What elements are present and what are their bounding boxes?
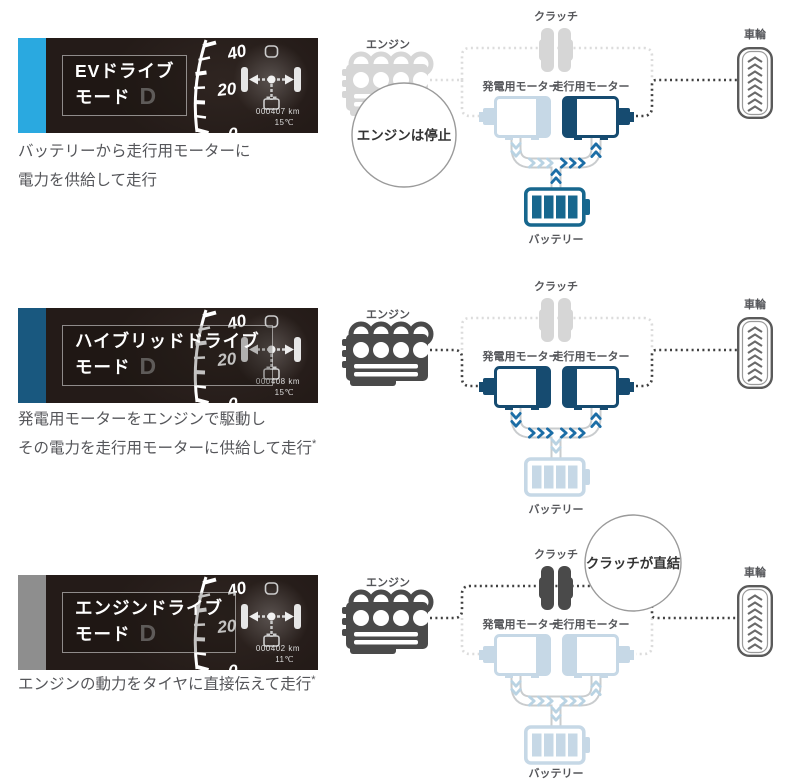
generator-motor-label: 発電用モーター <box>482 617 560 631</box>
odometer-reading: 000402 km <box>256 644 300 653</box>
engine-drive-diagram: エンジン クラッチ 車輪 発電用モーター 走行用モーター バッテリー クラッチが… <box>340 514 773 780</box>
active-power-path <box>430 348 737 388</box>
temperature-reading: 11℃ <box>275 655 294 664</box>
accent-bar <box>18 308 46 403</box>
clutch-icon <box>539 298 573 342</box>
temperature-reading: 15℃ <box>275 118 294 127</box>
wheel-label: 車輪 <box>744 297 767 311</box>
inactive-power-path <box>430 46 654 118</box>
drive-motor-icon <box>562 366 636 412</box>
clutch-label: クラッチ <box>534 280 578 293</box>
dial-number: 40 <box>224 41 248 64</box>
annotation-circle <box>584 514 682 612</box>
battery-icon <box>523 457 592 497</box>
clutch-label: クラッチ <box>534 10 578 23</box>
mode-title-line1: エンジンドライブ <box>75 598 223 618</box>
engine-icon <box>342 592 431 654</box>
drive-motor-icon <box>562 96 636 142</box>
inactive-power-path <box>460 316 654 350</box>
drive-motor-icon <box>562 634 636 680</box>
generator-motor-icon <box>477 634 551 680</box>
mode-description: エンジンの動力をタイヤに直接伝えて走行* <box>18 673 316 693</box>
wheel-icon <box>737 585 773 657</box>
battery-label: バッテリー <box>529 767 584 780</box>
mode-description: バッテリーから走行用モーターに電力を供給して走行 <box>18 143 251 189</box>
generator-motor-icon <box>477 366 551 412</box>
engine-label: エンジン <box>366 38 410 51</box>
generator-motor-label: 発電用モーター <box>482 79 560 93</box>
dial-number: 20 <box>215 616 237 637</box>
dial-number: 0 <box>228 394 238 403</box>
dial-number: 20 <box>215 79 237 100</box>
electric-pipe <box>510 136 602 169</box>
clutch-label: クラッチ <box>534 548 578 561</box>
speedometer-art: 40 20 0 000408 km 15℃ <box>192 308 311 403</box>
generator-motor-icon <box>477 96 551 142</box>
battery-icon <box>523 187 592 227</box>
battery-label: バッテリー <box>529 503 584 516</box>
generator-motor-label: 発電用モーター <box>482 349 560 363</box>
engine-icon <box>342 324 431 386</box>
dial-number: 40 <box>224 578 248 601</box>
accent-bar <box>18 38 46 133</box>
wheel-icon <box>737 317 773 389</box>
mode-title-line1: EVドライブ <box>75 61 175 81</box>
gear-indicator: D <box>139 83 158 109</box>
engine-label: エンジン <box>366 308 410 321</box>
battery-label: バッテリー <box>529 233 584 246</box>
drive-motor-label: 走行用モーター <box>552 617 630 631</box>
wheel-label: 車輪 <box>744 27 767 41</box>
wheel-icon <box>737 47 773 119</box>
mode-title-line1: ハイブリッドドライブ <box>75 331 260 351</box>
clutch-icon <box>539 28 573 72</box>
active-power-path <box>636 78 737 118</box>
ev-drive-diagram: エンジン クラッチ 車輪 発電用モーター 走行用モーター バッテリー エンジンは… <box>340 10 773 246</box>
inactive-power-path <box>460 618 654 656</box>
odometer-reading: 000408 km <box>256 377 300 386</box>
mode-description: 発電用モーターをエンジンで駆動しその電力を走行用モーターに供給して走行* <box>18 411 317 457</box>
engine-label: エンジン <box>366 576 410 589</box>
electric-pipe <box>510 674 602 707</box>
drive-motor-label: 走行用モーター <box>552 79 630 93</box>
annotation-text: クラッチが直結 <box>586 555 681 571</box>
dial-number: 40 <box>224 311 248 334</box>
odometer-reading: 000407 km <box>256 107 300 116</box>
dial-number: 20 <box>215 349 237 370</box>
dial-number: 0 <box>228 124 238 133</box>
gear-indicator: D <box>139 353 158 379</box>
speedometer-art: 40 20 0 000407 km 15℃ <box>192 38 311 133</box>
annotation-text: エンジンは停止 <box>357 127 452 143</box>
annotation-circle <box>351 82 457 188</box>
clutch-icon <box>539 566 573 610</box>
hybrid-drive-diagram: エンジン クラッチ 車輪 発電用モーター 走行用モーター バッテリー <box>340 280 773 516</box>
gear-indicator: D <box>139 620 158 646</box>
drive-motor-label: 走行用モーター <box>552 349 630 363</box>
electric-pipe <box>510 406 602 439</box>
dial-number: 0 <box>228 661 238 670</box>
temperature-reading: 15℃ <box>275 388 294 397</box>
battery-icon <box>523 725 592 765</box>
accent-bar <box>18 575 46 670</box>
speedometer-art: 40 20 0 000402 km 11℃ <box>192 575 311 670</box>
wheel-label: 車輪 <box>744 565 767 579</box>
active-power-path <box>430 584 737 620</box>
